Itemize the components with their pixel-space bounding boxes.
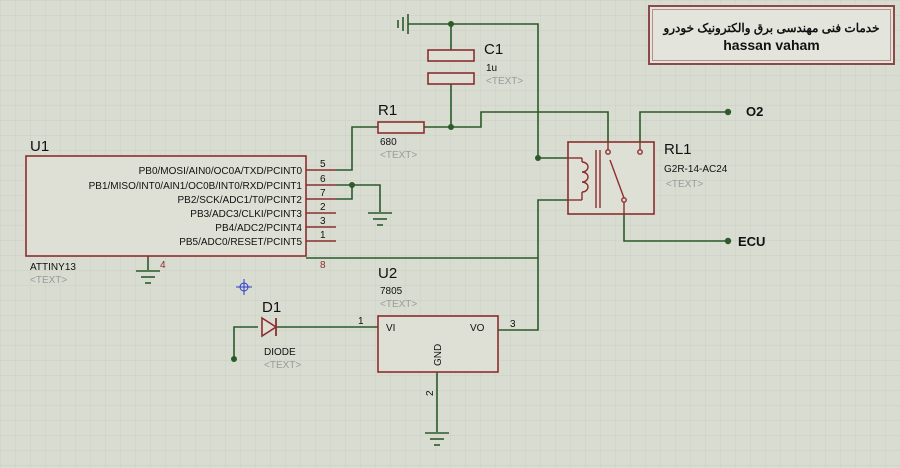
ground-symbols [136, 14, 449, 446]
c1-ref-label: C1 [484, 41, 503, 58]
u2-pin-number: 3 [510, 319, 516, 330]
u1-vcc-pin-number: 8 [320, 260, 326, 271]
u2-regulator[interactable]: U2 7805 <TEXT> VI VO GND 1 3 2 [358, 265, 516, 396]
u1-pin-label: PB1/MISO/INT0/AIN1/OC0B/INT0/RXD/PCINT1 [89, 181, 303, 192]
u1-pin-number: 3 [320, 216, 326, 227]
u1-pin-number: 6 [320, 174, 326, 185]
u1-part-label: ATTINY13 [30, 262, 76, 273]
rl1-text-placeholder: <TEXT> [666, 179, 703, 190]
u2-vi-label: VI [386, 323, 395, 334]
u2-vo-label: VO [470, 323, 485, 334]
u2-pin-number: 2 [425, 390, 436, 396]
u1-pin-number: 1 [320, 230, 326, 241]
terminal-dot-o2 [724, 108, 732, 116]
rl1-value: G2R-14-AC24 [664, 164, 728, 175]
junction-dot [535, 155, 541, 161]
wire-relay-o2 [639, 111, 728, 145]
u2-value: 7805 [380, 286, 403, 297]
terminal-label-ecu: ECU [738, 234, 765, 249]
u1-gnd-pin-number: 4 [160, 260, 166, 271]
wire-vcc-line [306, 257, 539, 331]
wire-pin5-r1 [336, 126, 378, 171]
title-line-persian: خدمات فنی مهندسی برق والکترونیک خودرو [663, 21, 880, 35]
r1-text-placeholder: <TEXT> [380, 150, 417, 161]
u1-pin-lines [147, 169, 336, 258]
u1-pin-number: 5 [320, 159, 326, 170]
d1-value: DIODE [264, 347, 296, 358]
wire-pin7 [336, 185, 353, 200]
d1-ref-label: D1 [262, 299, 281, 316]
ground-icon [368, 212, 392, 226]
title-line-author: hassan vaham [723, 37, 820, 53]
c1-value: 1u [486, 63, 497, 74]
wire-relay-ecu [623, 202, 728, 242]
c1-plate-top[interactable] [427, 49, 475, 62]
u1-body[interactable] [25, 155, 307, 257]
u2-ref-label: U2 [378, 265, 397, 282]
junction-dot [231, 356, 237, 362]
wire-r1-to-relay [424, 111, 609, 145]
u1-ref-label: U1 [30, 138, 49, 155]
rl1-switch-icon [605, 142, 643, 214]
junction-dot [448, 124, 454, 130]
title-block: خدمات فنی مهندسی برق والکترونیک خودرو ha… [648, 5, 895, 65]
c1-text-placeholder: <TEXT> [486, 76, 523, 87]
r1-resistor[interactable]: R1 680 <TEXT> [377, 102, 425, 161]
terminal-label-o2: O2 [746, 104, 763, 119]
u1-pin-label: PB3/ADC3/CLKI/PCINT3 [190, 209, 302, 220]
u1-pin-label: PB0/MOSI/AIN0/OC0A/TXD/PCINT0 [139, 166, 303, 177]
d1-diode[interactable]: D1 DIODE <TEXT> [261, 299, 301, 371]
r1-body[interactable] [377, 121, 425, 134]
ground-icon [425, 432, 449, 446]
ground-icon [136, 270, 160, 284]
crosshair-cursor-icon [236, 279, 252, 295]
terminal-dot-ecu [724, 237, 732, 245]
wires [147, 23, 728, 432]
u1-text-placeholder: <TEXT> [30, 275, 67, 286]
c1-capacitor[interactable]: C1 1u <TEXT> [427, 41, 523, 87]
wire-input-diode [233, 326, 258, 359]
u2-pin-number: 1 [358, 316, 364, 327]
r1-ref-label: R1 [378, 102, 397, 119]
u1-pin-label: PB5/ADC0/RESET/PCINT5 [179, 237, 302, 248]
wire-coil-bottom [537, 199, 568, 258]
u1-pin-number: 7 [320, 188, 326, 199]
rl1-relay[interactable]: RL1 G2R-14-AC24 <TEXT> [567, 141, 728, 215]
u1-pin-label: PB4/ADC2/PCINT4 [215, 223, 302, 234]
rl1-coil-icon [568, 150, 601, 208]
u2-text-placeholder: <TEXT> [380, 299, 417, 310]
u1-pin-label: PB2/SCK/ADC1/T0/PCINT2 [178, 195, 303, 206]
junction-dot [448, 21, 454, 27]
ground-icon [397, 14, 409, 34]
c1-plate-bottom[interactable] [427, 72, 475, 85]
u2-body[interactable] [377, 315, 499, 373]
r1-value: 680 [380, 137, 397, 148]
diode-icon[interactable] [261, 316, 278, 338]
u1-pin-number: 2 [320, 202, 326, 213]
junction-dot [349, 182, 355, 188]
rl1-ref-label: RL1 [664, 141, 692, 158]
junctions [231, 21, 732, 362]
u1-attiny13[interactable]: U1 PB0/MOSI/AIN0/OC0A/TXD/PCINT0 PB1/MIS… [25, 138, 336, 286]
u2-gnd-label: GND [433, 344, 444, 366]
d1-text-placeholder: <TEXT> [264, 360, 301, 371]
